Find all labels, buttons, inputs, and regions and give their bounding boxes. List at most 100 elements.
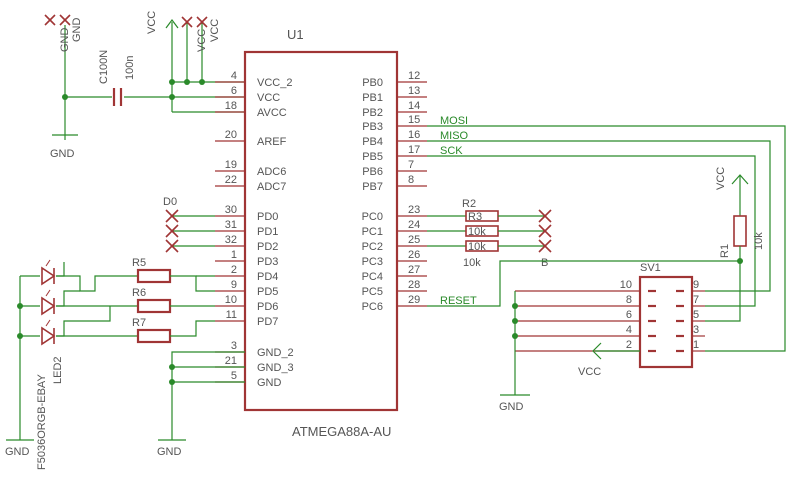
chip-pin-number: 7 [408, 159, 414, 171]
chip-pin-name: PB4 [362, 136, 383, 148]
chip-pin-name: PB6 [362, 166, 383, 178]
pc2-res-value: 10k [468, 241, 486, 253]
header-pin-number: 2 [626, 339, 632, 351]
chip-pin-name: PC3 [362, 256, 383, 268]
header-pin-number: 4 [626, 324, 632, 336]
reset-label: RESET [440, 295, 477, 307]
chip-pin-name: PD6 [257, 301, 278, 313]
atmega-chip: U1 ATMEGA88A-AU 4VCC_26VCC18AVCC20AREF19… [215, 27, 427, 439]
chip-pin-number: 9 [231, 279, 237, 291]
chip-pin-number: 12 [408, 70, 420, 82]
chip-right-pins: 12PB013PB114PB215PB316PB417PB57PB68PB723… [362, 70, 427, 313]
gnd-label-top-2: GND [71, 18, 83, 43]
r1-label: R1 [719, 244, 731, 258]
header-body [638, 275, 694, 369]
led-green [41, 289, 56, 316]
chip-pin-name: PC6 [362, 301, 383, 313]
chip-pin-name: PD3 [257, 256, 278, 268]
no-connect-marker [44, 14, 71, 26]
chip-pin-number: 15 [408, 114, 420, 126]
chip-pin-number: 25 [408, 234, 420, 246]
chip-pin-number: 2 [231, 264, 237, 276]
chip-pin-number: 14 [408, 100, 420, 112]
chip-pin-number: 16 [408, 129, 420, 141]
r6-label: R6 [132, 287, 146, 299]
chip-pin-name: PB7 [362, 181, 383, 193]
resistor-r5 [136, 268, 172, 284]
chip-pin-number: 20 [225, 129, 237, 141]
chip-pin-number: 28 [408, 279, 420, 291]
chip-pin-number: 24 [408, 219, 420, 231]
gnd-label-top-1: GND [59, 28, 71, 53]
chip-pin-number: 10 [225, 294, 237, 306]
chip-pin-name: PC4 [362, 271, 383, 283]
d0-net-label: D0 [163, 196, 177, 208]
r2-value: 10k [463, 257, 481, 269]
chip-pin-number: 23 [408, 204, 420, 216]
chip-pin-number: 21 [225, 355, 237, 367]
vcc-supply-section: VCC VCC VCC [146, 11, 245, 113]
chip-pin-name: PC5 [362, 286, 383, 298]
chip-pin-name: GND_2 [257, 347, 294, 359]
spi-nets: MOSI MISO SCK RESET [427, 115, 786, 352]
header-pin-number: 9 [693, 279, 699, 291]
header-pin-number: 10 [620, 279, 632, 291]
gnd-label-led: GND [5, 446, 30, 458]
pd-no-connect: D0 [163, 196, 215, 253]
r2-label: R2 [462, 198, 476, 210]
chip-pin-number: 22 [225, 174, 237, 186]
header-pin-number: 6 [626, 309, 632, 321]
chip-pin-name: PB2 [362, 107, 383, 119]
pc1-res-value: 10k [468, 226, 486, 238]
chip-pin-name: VCC [257, 92, 280, 104]
mosi-label: MOSI [440, 115, 468, 127]
chip-pin-number: 5 [231, 370, 237, 382]
chip-pin-name: PC1 [362, 226, 383, 238]
chip-ref: U1 [287, 27, 304, 42]
r7-label: R7 [132, 317, 146, 329]
vcc-label-top-3: VCC [209, 19, 221, 42]
header-ref: SV1 [640, 262, 661, 274]
chip-pin-name: PD0 [257, 211, 278, 223]
led-blue [41, 319, 56, 346]
led-ref-label: LED2 [52, 356, 64, 384]
chip-pin-name: AREF [257, 136, 287, 148]
header-pin-number: 8 [626, 294, 632, 306]
chip-pin-name: PD7 [257, 316, 278, 328]
sck-label: SCK [440, 145, 463, 157]
chip-pin-number: 29 [408, 294, 420, 306]
chip-pin-number: 6 [231, 85, 237, 97]
led-red [41, 259, 56, 286]
chip-gnd-section: GND [157, 351, 245, 458]
chip-value: ATMEGA88A-AU [292, 424, 391, 439]
cap-ref: C100N [98, 50, 110, 84]
chip-pin-name: PC0 [362, 211, 383, 223]
resistor-r1 [733, 215, 747, 247]
chip-pin-number: 26 [408, 249, 420, 261]
vcc-label-header: VCC [578, 366, 601, 378]
chip-pin-name: PD1 [257, 226, 278, 238]
gnd-label-header: GND [499, 401, 524, 413]
chip-pin-name: ADC7 [257, 181, 286, 193]
reset-pullup: VCC R1 10k [715, 167, 765, 261]
chip-pin-name: PC2 [362, 241, 383, 253]
gnd-label-chip: GND [157, 446, 182, 458]
chip-pin-number: 1 [231, 249, 237, 261]
chip-pin-name: PB0 [362, 77, 383, 89]
chip-pin-number: 19 [225, 159, 237, 171]
chip-pin-name: ADC6 [257, 166, 286, 178]
header-pin-number: 5 [693, 309, 699, 321]
r5-label: R5 [132, 257, 146, 269]
chip-pin-number: 32 [225, 234, 237, 246]
gnd-label-cap: GND [50, 148, 75, 160]
chip-pin-number: 11 [226, 309, 237, 321]
miso-label: MISO [440, 130, 469, 142]
chip-pin-number: 17 [408, 144, 420, 156]
chip-pin-number: 31 [225, 219, 237, 231]
chip-pin-number: 8 [408, 174, 414, 186]
chip-pin-name: AVCC [257, 107, 287, 119]
chip-pin-name: GND [257, 377, 282, 389]
